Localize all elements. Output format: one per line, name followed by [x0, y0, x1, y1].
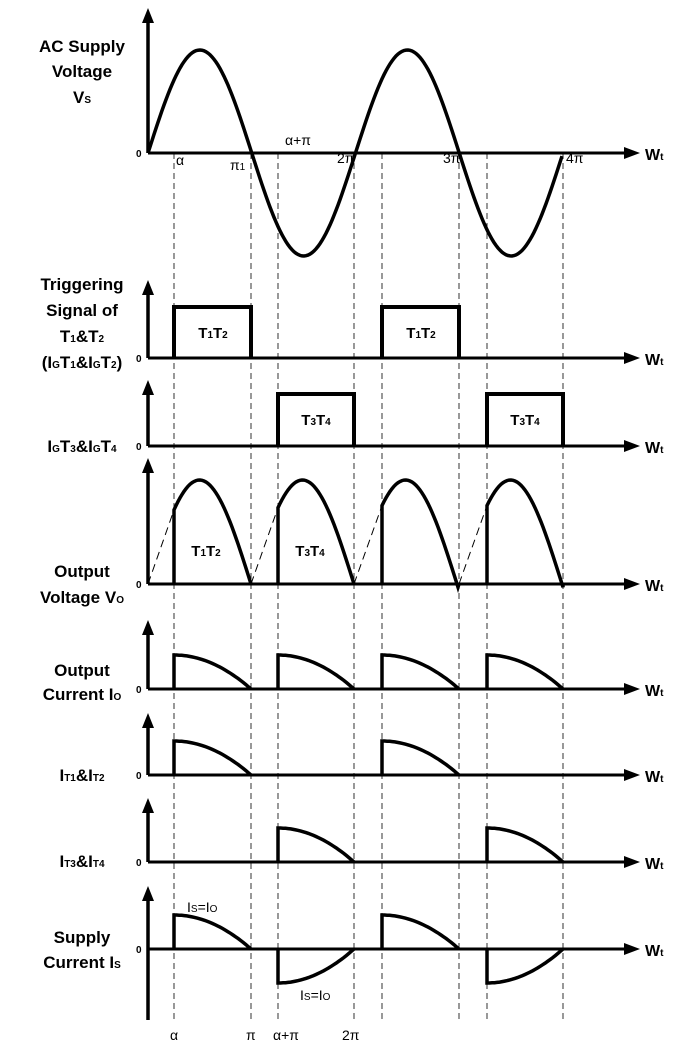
panel-label: Supply [54, 928, 111, 947]
label-t3t4: T3T4 [295, 543, 325, 560]
output-current-pulse [485, 653, 565, 691]
axis-label-wt: Wt [645, 943, 664, 960]
axis-arrow-right [624, 578, 640, 590]
label-t1t2: T1T2 [198, 325, 228, 342]
zero-label: 0 [136, 442, 142, 453]
axis-label-wt: Wt [645, 683, 664, 700]
axis-arrow-up [142, 8, 154, 23]
axis-label-wt: Wt [645, 856, 664, 873]
tick-label: α+π [285, 132, 311, 148]
tick-label: 4π [566, 150, 584, 166]
label-t1t2: T1T2 [191, 543, 221, 560]
axis-arrow-up [142, 458, 154, 473]
supply-current-positive [172, 913, 253, 951]
panel-label: Voltage VO [40, 588, 124, 607]
output-current-pulse [276, 653, 356, 691]
thyristor-current-t3t4 [276, 826, 356, 864]
axis-label-wt: Wt [645, 440, 664, 457]
panel-label: IT3&IT4 [59, 852, 105, 871]
zero-label: 0 [136, 685, 142, 696]
axis-arrow-up [142, 380, 154, 395]
zero-label: 0 [136, 771, 142, 782]
supply-current-positive [380, 913, 461, 951]
output-voltage-dashed-rise [147, 509, 175, 585]
panel-label: Output [54, 661, 110, 680]
tick-label: 2π [337, 150, 355, 166]
output-voltage-dashed-rise [353, 505, 383, 585]
panel-label: Output [54, 562, 110, 581]
zero-label: 0 [136, 580, 142, 591]
bottom-tick-label: π [246, 1027, 256, 1043]
label-t1t2: T1T2 [406, 325, 436, 342]
axis-label-wt: Wt [645, 352, 664, 369]
panel-label: AC Supply [39, 37, 125, 56]
zero-label: 0 [136, 354, 142, 365]
bottom-tick-label: α+π [273, 1027, 299, 1043]
panel-label: Voltage [52, 62, 112, 81]
output-voltage-pulse [485, 478, 565, 588]
panel-label: Triggering [40, 275, 123, 294]
axis-arrow-right [624, 683, 640, 695]
axis-label-wt: Wt [645, 147, 664, 164]
label-t3t4: T3T4 [510, 412, 540, 429]
alignment-guides [173, 153, 564, 1020]
label-t3t4: T3T4 [301, 412, 331, 429]
bottom-tick-label: α [170, 1027, 178, 1043]
output-current-pulse [172, 653, 253, 691]
axis-label-wt: Wt [645, 769, 664, 786]
panel-label: Signal of [46, 301, 118, 320]
panel-label: (IGT1&IGT2) [42, 353, 123, 372]
panel-label: IT1&IT2 [59, 766, 105, 785]
waveforms [146, 48, 565, 985]
tick-label: 3π [443, 150, 461, 166]
annotation-is-equals-io: IS=IO [187, 899, 218, 915]
supply-current-negative [276, 947, 356, 985]
output-current-pulse [380, 653, 461, 691]
axis-arrow-right [624, 440, 640, 452]
supply-current-negative [485, 947, 565, 985]
thyristor-current-t1t2 [172, 739, 253, 777]
axis-arrow-up [142, 280, 154, 295]
output-voltage-dashed-rise [458, 505, 488, 585]
axis-arrow-right [624, 856, 640, 868]
gate-pulse-t3t4 [276, 392, 356, 446]
bottom-tick-label: 2π [342, 1027, 360, 1043]
panel-label: Current IS [43, 953, 121, 972]
panel-label: Current IO [43, 685, 122, 704]
axis-arrow-right [624, 147, 640, 159]
axis-arrow-up [142, 798, 154, 813]
axis-arrow-right [624, 352, 640, 364]
output-voltage-pulse [172, 478, 253, 585]
axis-label-wt: Wt [645, 578, 664, 595]
axis-arrow-up [142, 713, 154, 728]
panel-label: T1&T2 [60, 327, 105, 346]
panel-label: IGT3&IGT4 [47, 437, 117, 456]
output-voltage-dashed-rise [250, 507, 279, 585]
output-voltage-pulse [380, 478, 461, 594]
thyristor-current-t3t4 [485, 826, 565, 864]
supply-voltage-wave [146, 48, 564, 258]
zero-label: 0 [136, 858, 142, 869]
panel-label: VS [73, 88, 91, 107]
axis-arrow-right [624, 769, 640, 781]
gate-pulse-t3t4 [485, 392, 565, 446]
gate-pulse-t1t2 [380, 305, 461, 358]
output-voltage-pulse [276, 478, 356, 585]
annotation-is-equals-io: IS=IO [300, 987, 331, 1003]
axis-arrow-up [142, 886, 154, 901]
axes [142, 8, 640, 1020]
tick-label: α [176, 152, 184, 168]
gate-pulse-t1t2 [172, 305, 253, 358]
thyristor-current-t1t2 [380, 739, 461, 777]
axis-arrow-up [142, 620, 154, 635]
zero-label: 0 [136, 149, 142, 160]
axis-arrow-right [624, 943, 640, 955]
tick-label: π1 [230, 157, 246, 173]
zero-label: 0 [136, 945, 142, 956]
